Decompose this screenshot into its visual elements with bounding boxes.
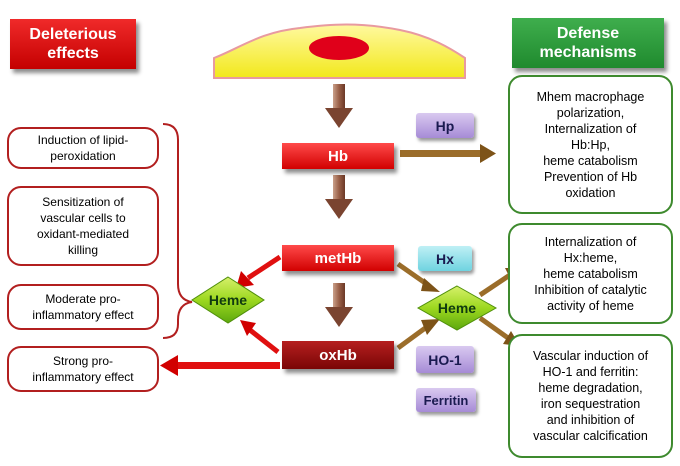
arrow-oxhb-to-heme-left — [240, 320, 280, 354]
deleterious-box-moderate-inflammation: Moderate pro- inflammatory effect — [7, 284, 159, 330]
defense-box-hp: Mhem macrophage polarization, Internaliz… — [508, 75, 673, 214]
heme-left-label: Heme — [208, 292, 248, 308]
heme-left-diamond — [191, 276, 265, 324]
hp-tag: Hp — [416, 113, 474, 138]
arrow-oxhb-to-heme-right — [396, 319, 440, 351]
arrow-methb-to-heme-left — [236, 254, 282, 288]
bracket-deleterious — [162, 123, 193, 339]
deleterious-effects-header: Deleterious effects — [10, 19, 136, 69]
deleterious-box-strong-inflammation: Strong pro- inflammatory effect — [7, 346, 159, 392]
cell-illustration — [213, 23, 466, 79]
hx-tag: Hx — [418, 246, 472, 271]
ferritin-tag: Ferritin — [416, 388, 476, 412]
methb-node: metHb — [282, 245, 394, 271]
defense-box-hx: Internalization of Hx:heme, heme catabol… — [508, 223, 673, 324]
nucleus-shape — [309, 36, 369, 60]
heme-right-label: Heme — [437, 300, 477, 316]
ho1-tag: HO-1 — [416, 346, 474, 373]
oxhb-node: oxHb — [282, 341, 394, 369]
deleterious-box-sensitization: Sensitization of vascular cells to oxida… — [7, 186, 159, 266]
arrow-oxhb-to-strong-effect — [160, 355, 280, 376]
defense-box-ho1-ferritin: Vascular induction of HO-1 and ferritin:… — [508, 334, 673, 458]
arrow-methb-to-oxhb — [325, 283, 353, 327]
heme-right-diamond — [416, 285, 498, 331]
arrow-cell-to-hb — [325, 84, 353, 128]
arrow-hb-to-defense — [400, 144, 496, 163]
arrow-hb-to-methb — [325, 175, 353, 219]
defense-mechanisms-header: Defense mechanisms — [512, 18, 664, 68]
hb-node: Hb — [282, 143, 394, 169]
deleterious-box-lipid-peroxidation: Induction of lipid- peroxidation — [7, 127, 159, 169]
arrow-methb-to-heme-right — [396, 261, 440, 292]
